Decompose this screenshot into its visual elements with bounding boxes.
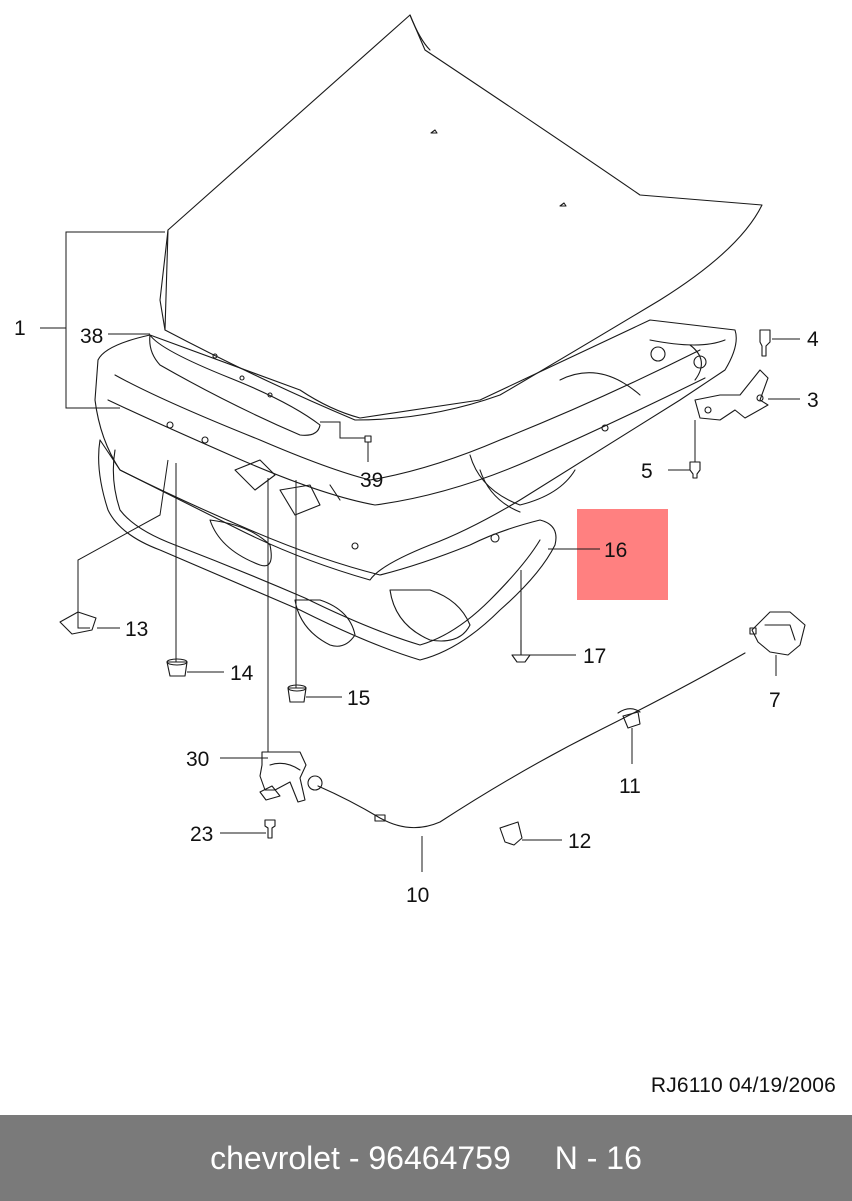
highlight-box-16: [577, 509, 668, 600]
footer-section: N - 16: [554, 1139, 642, 1176]
callout-3: 3: [807, 389, 819, 412]
hood-hinge-3: [694, 369, 769, 421]
callout-11: 11: [619, 775, 641, 798]
callout-16: 16: [604, 539, 627, 562]
bumper-13: [59, 611, 97, 635]
callout-5: 5: [641, 460, 653, 483]
callout-10: 10: [406, 884, 429, 907]
bumper-15: [287, 687, 307, 703]
callout-23: 23: [190, 823, 213, 846]
callout-30: 30: [186, 748, 209, 771]
drawing-reference: RJ6110 04/19/2006: [650, 1074, 836, 1097]
weatherstrip-38: [149, 334, 321, 436]
clip-39: [364, 435, 372, 443]
footer-bar: chevrolet - 96464759 N - 16: [0, 1115, 852, 1201]
callout-39: 39: [360, 469, 383, 492]
callout-38: 38: [80, 325, 103, 348]
grommet-11: [622, 711, 641, 729]
callout-15: 15: [347, 687, 370, 710]
footer-part-number: 96464759: [368, 1139, 511, 1176]
hood-inner-frame: [94, 319, 737, 581]
hood-drawing: [59, 14, 806, 846]
callout-12: 12: [568, 830, 591, 853]
callout-4: 4: [807, 328, 819, 351]
insulation-pad-16: [98, 439, 557, 661]
hood-parts-diagram: 1 38 39 4 3 5 16 17 7 11 12 10 13 14 15 …: [14, 14, 819, 907]
release-handle-7: [751, 611, 806, 656]
clip-12: [499, 821, 523, 846]
callout-13: 13: [125, 618, 148, 641]
callout-14: 14: [230, 662, 254, 685]
callout-17: 17: [583, 645, 606, 668]
callout-1: 1: [14, 317, 26, 340]
bumper-14: [166, 661, 188, 677]
bolt-5: [689, 461, 701, 479]
bolt-4: [759, 329, 771, 357]
callout-7: 7: [769, 689, 781, 712]
hood-outer-panel: [164, 14, 763, 421]
hood-latch-striker-30: [259, 751, 307, 803]
leader-lines: [40, 231, 800, 872]
clip-17: [511, 654, 531, 663]
bolt-23: [264, 819, 276, 839]
footer-separator: -: [348, 1139, 360, 1176]
footer-brand: chevrolet: [210, 1139, 340, 1176]
release-cable-10: [317, 652, 746, 829]
